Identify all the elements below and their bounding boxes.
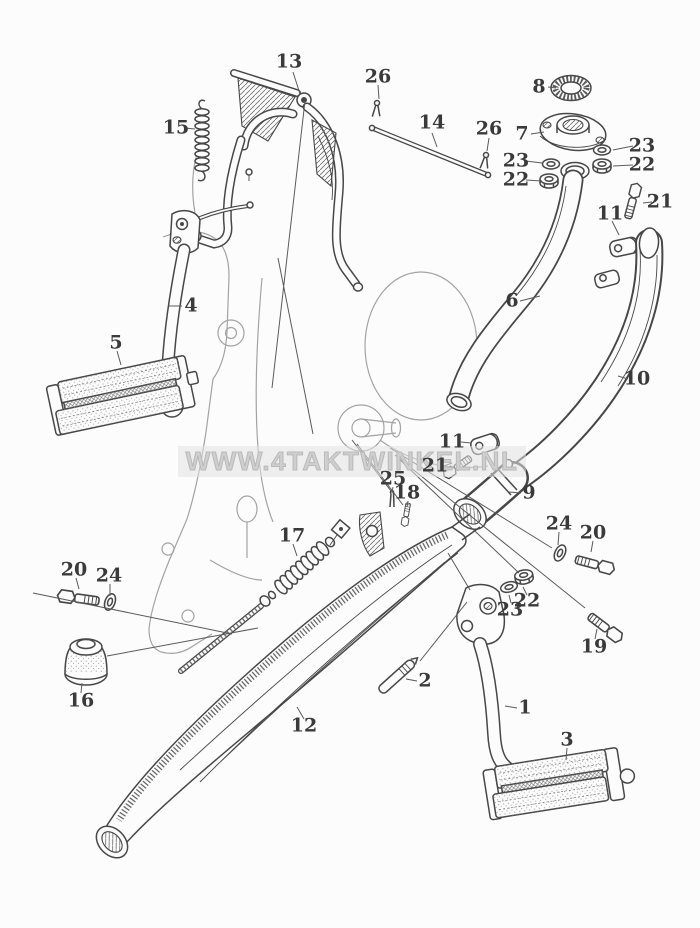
footrest-pedal-left [45,355,200,436]
part-label-14: 14 [418,111,446,134]
nut-22-right [592,158,612,174]
part-label-20a: 20 [579,521,607,544]
part-label-20b: 20 [60,558,88,581]
part-label-19: 19 [580,635,608,658]
part-label-6: 6 [505,289,519,312]
part-label-10: 10 [623,367,651,390]
part-label-23b: 23 [628,134,656,157]
part-label-12: 12 [290,714,318,737]
part-label-26b: 26 [475,117,503,140]
part-label-7: 7 [515,122,529,145]
stand-pivot-rod [368,124,492,179]
part-label-22a: 22 [502,168,530,191]
washer-23-left [541,158,561,170]
cotter-clip-left [371,99,382,119]
part-label-1: 1 [518,696,532,719]
muffler [95,511,481,859]
part-label-4: 4 [184,294,198,317]
part-label-2: 2 [418,669,432,692]
exhaust-flange [539,112,607,152]
part-label-22b: 22 [628,153,656,176]
part-label-23c: 23 [496,598,524,621]
pedal-pin [378,656,419,694]
part-label-13: 13 [275,50,303,73]
washer-24-right [551,542,569,564]
bolt-21-top [622,181,643,221]
brake-cable [178,518,351,674]
part-label-24a: 24 [545,512,573,535]
bolt-18 [400,502,413,528]
exhaust-header-pipe [446,161,590,412]
heat-shield-pipe [504,227,664,491]
pipe-clamp-lower [468,431,502,457]
exhaust-ring-gasket [550,74,592,102]
bolt-20-right [573,552,617,576]
part-label-3: 3 [560,728,574,751]
part-label-15: 15 [162,116,190,139]
part-label-16: 16 [67,689,95,712]
washer-23-right [592,144,612,156]
part-label-21a: 21 [646,190,674,213]
part-label-26a: 26 [364,65,392,88]
rubber-stop [64,638,108,686]
part-label-17: 17 [278,524,306,547]
part-label-24b: 24 [95,564,123,587]
part-label-9: 9 [522,481,536,504]
pipe-clamp-top [607,235,641,259]
part-label-8: 8 [532,75,546,98]
center-stand [192,69,364,292]
part-label-25: 25 [379,467,407,490]
part-label-21b: 21 [421,454,449,477]
part-label-11a: 11 [596,202,624,225]
kickstart-arm [456,583,514,775]
cotter-clip-right [479,151,492,171]
kickstart-pedal [482,747,636,821]
bolt-20-left [55,588,101,609]
part-label-11b: 11 [438,430,466,453]
part-label-5: 5 [109,331,123,354]
nut-22-left [539,173,559,189]
return-spring [194,99,210,182]
part-label-22c: 22 [513,589,541,612]
part-label-18: 18 [393,481,421,504]
shield-bracket [593,269,621,289]
part-label-23a: 23 [502,149,530,172]
